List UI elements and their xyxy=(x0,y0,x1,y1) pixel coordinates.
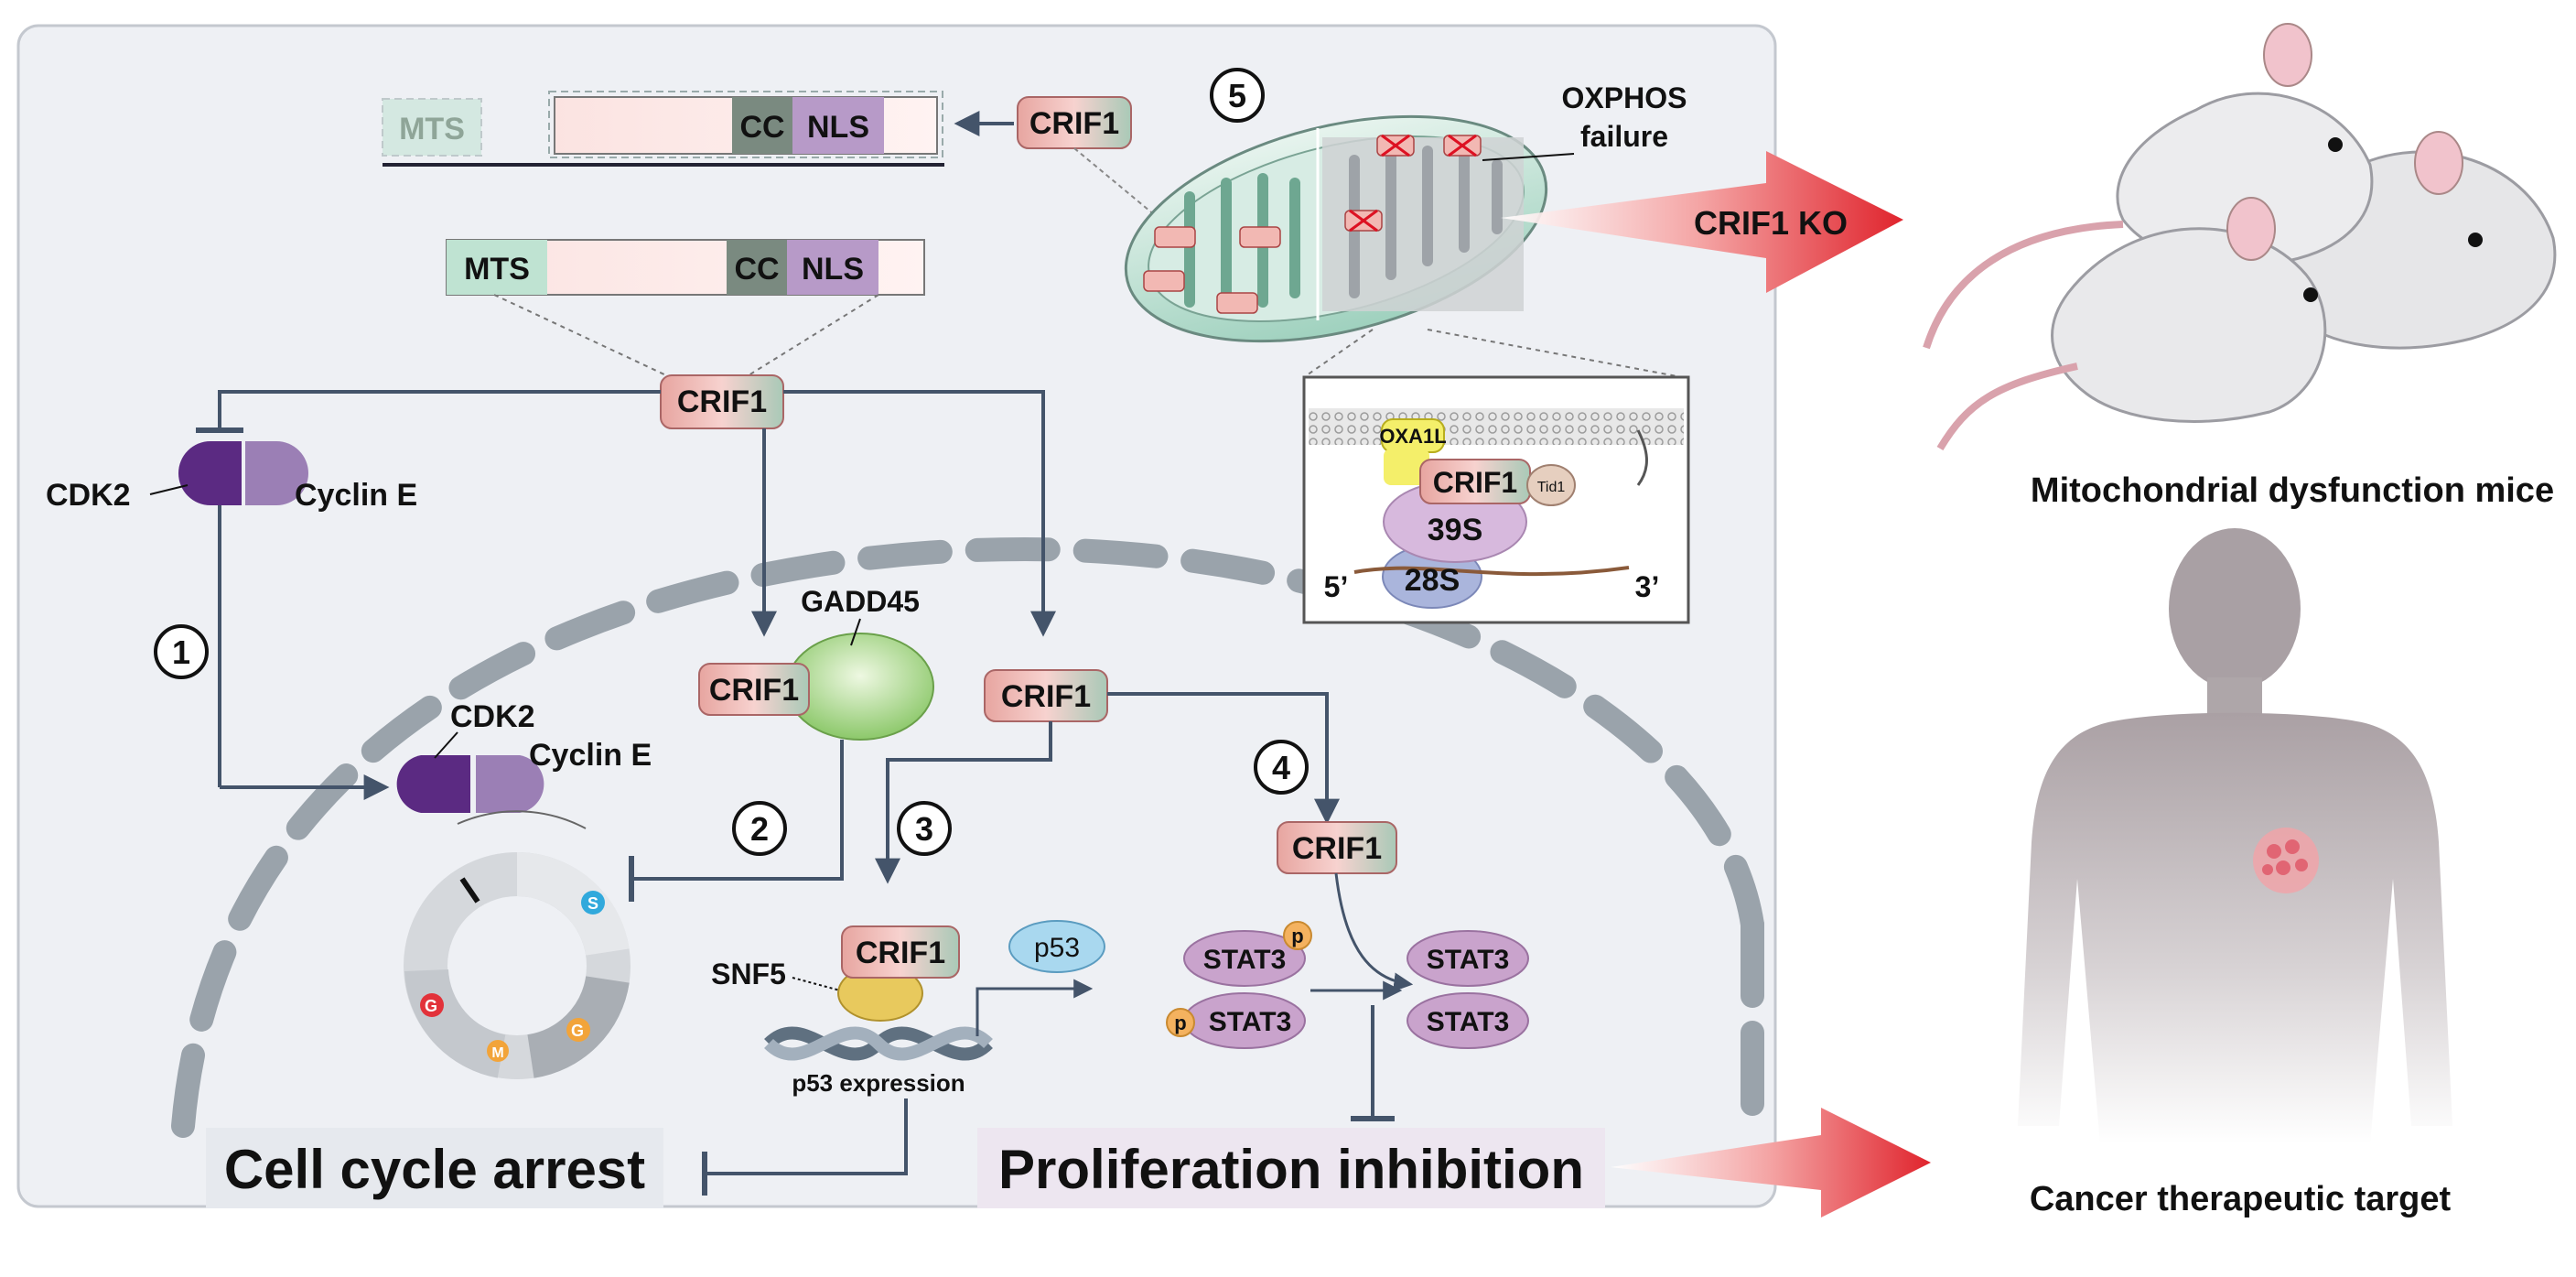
phase-m: M xyxy=(491,1045,503,1061)
proliferation-inhibition-label: Proliferation inhibition xyxy=(998,1139,1584,1200)
cell-cycle-arrest-label: Cell cycle arrest xyxy=(224,1139,645,1200)
gadd45-label: GADD45 xyxy=(801,585,920,618)
cell-cycle-arrest-box: Cell cycle arrest xyxy=(206,1128,663,1208)
oxa1l-label: OXA1L xyxy=(1379,425,1446,448)
failure-label: failure xyxy=(1580,120,1668,153)
tid1-label: Tid1 xyxy=(1537,480,1566,495)
oxphos-label: OXPHOS xyxy=(1562,81,1687,114)
svg-text:STAT3: STAT3 xyxy=(1209,1007,1292,1037)
cdk2-label-top: CDK2 xyxy=(46,478,131,513)
step-4: 4 xyxy=(1272,749,1290,786)
step-1: 1 xyxy=(172,633,190,671)
cancer-target-label: Cancer therapeutic target xyxy=(2030,1180,2452,1218)
stat3-label: STAT3 xyxy=(1203,945,1287,975)
mitochondrion: OXPHOS failure xyxy=(1124,81,1687,378)
svg-text:p: p xyxy=(1174,1012,1186,1034)
svg-text:NLS: NLS xyxy=(807,110,869,145)
s28-label: 28S xyxy=(1405,563,1460,598)
phase-s: S xyxy=(587,894,598,913)
step-2: 2 xyxy=(750,810,769,848)
cell-cycle-ring: S G G M xyxy=(404,810,631,1079)
proliferation-inhibition-box: Proliferation inhibition xyxy=(977,1128,1605,1208)
p53-label: p53 xyxy=(1034,933,1080,963)
crif1-ko-label: CRIF1 KO xyxy=(1694,204,1848,242)
crif1-domain-bar-cleaved: MTS CC NLS xyxy=(382,91,944,167)
svg-text:CRIF1: CRIF1 xyxy=(1001,679,1091,714)
svg-text:STAT3: STAT3 xyxy=(1427,945,1510,975)
mito-dysfunction-mice-label: Mitochondrial dysfunction mice xyxy=(2031,471,2554,510)
svg-text:STAT3: STAT3 xyxy=(1427,1007,1510,1037)
snf5-crif1-dna-complex: CRIF1 SNF5 p53 expression p53 xyxy=(711,920,1105,1097)
svg-text:CRIF1: CRIF1 xyxy=(677,384,767,419)
svg-text:CRIF1: CRIF1 xyxy=(856,936,945,970)
crif1-central: CRIF1 xyxy=(660,374,784,429)
crif1-nuclear: CRIF1 xyxy=(984,669,1108,722)
mice-illustration xyxy=(1923,23,2557,451)
crif1-gadd45-complex: CRIF1 GADD45 xyxy=(698,585,934,741)
crif1-ko-arrow: CRIF1 KO xyxy=(1501,151,1903,293)
cyclin-e-label-top: Cyclin E xyxy=(295,478,417,513)
cdk2-cyclin-e-complex-nuclear: CDK2 Cyclin E xyxy=(396,699,652,813)
cancer-target-arrow xyxy=(1611,1108,1931,1217)
step-5: 5 xyxy=(1228,77,1246,114)
svg-text:CRIF1: CRIF1 xyxy=(1292,831,1382,866)
human-silhouette xyxy=(2018,528,2452,1144)
cdk2-cyclin-e-complex-top: CDK2 Cyclin E xyxy=(46,441,417,513)
mts-label-cleaved: MTS xyxy=(399,112,465,146)
p53-expression-label: p53 expression xyxy=(792,1069,965,1097)
cyclin-e-label-nuclear: Cyclin E xyxy=(529,738,652,773)
nucleus-envelope xyxy=(171,536,1764,1138)
cdk2-label-nuclear: CDK2 xyxy=(450,699,535,734)
phase-g1: G xyxy=(425,997,437,1015)
five-prime-label: 5’ xyxy=(1324,570,1349,603)
phase-g2: G xyxy=(571,1022,584,1040)
step-3: 3 xyxy=(915,810,933,848)
svg-text:CRIF1: CRIF1 xyxy=(709,673,799,708)
three-prime-label: 3’ xyxy=(1635,570,1660,603)
svg-text:MTS: MTS xyxy=(464,252,530,287)
svg-text:CRIF1: CRIF1 xyxy=(1029,106,1119,141)
svg-text:CRIF1: CRIF1 xyxy=(1433,466,1517,499)
svg-text:NLS: NLS xyxy=(802,252,864,287)
mitoribosome-inset: OXA1L CRIF1 Tid1 39S 28S 5’ 3’ xyxy=(1302,375,1690,624)
crif1-mito-label: CRIF1 xyxy=(1017,96,1132,149)
step-markers: 1 2 3 4 5 xyxy=(154,68,1309,856)
s39-label: 39S xyxy=(1428,513,1483,547)
svg-text:CC: CC xyxy=(739,110,784,145)
stat3-complex: CRIF1 STAT3 STAT3 p p STAT3 STAT3 xyxy=(1166,821,1529,1049)
phospho-badge: p xyxy=(1291,925,1303,947)
crif1-domain-bar: MTS CC NLS xyxy=(446,239,925,296)
snf5-label: SNF5 xyxy=(711,958,786,990)
svg-text:CC: CC xyxy=(734,252,779,287)
